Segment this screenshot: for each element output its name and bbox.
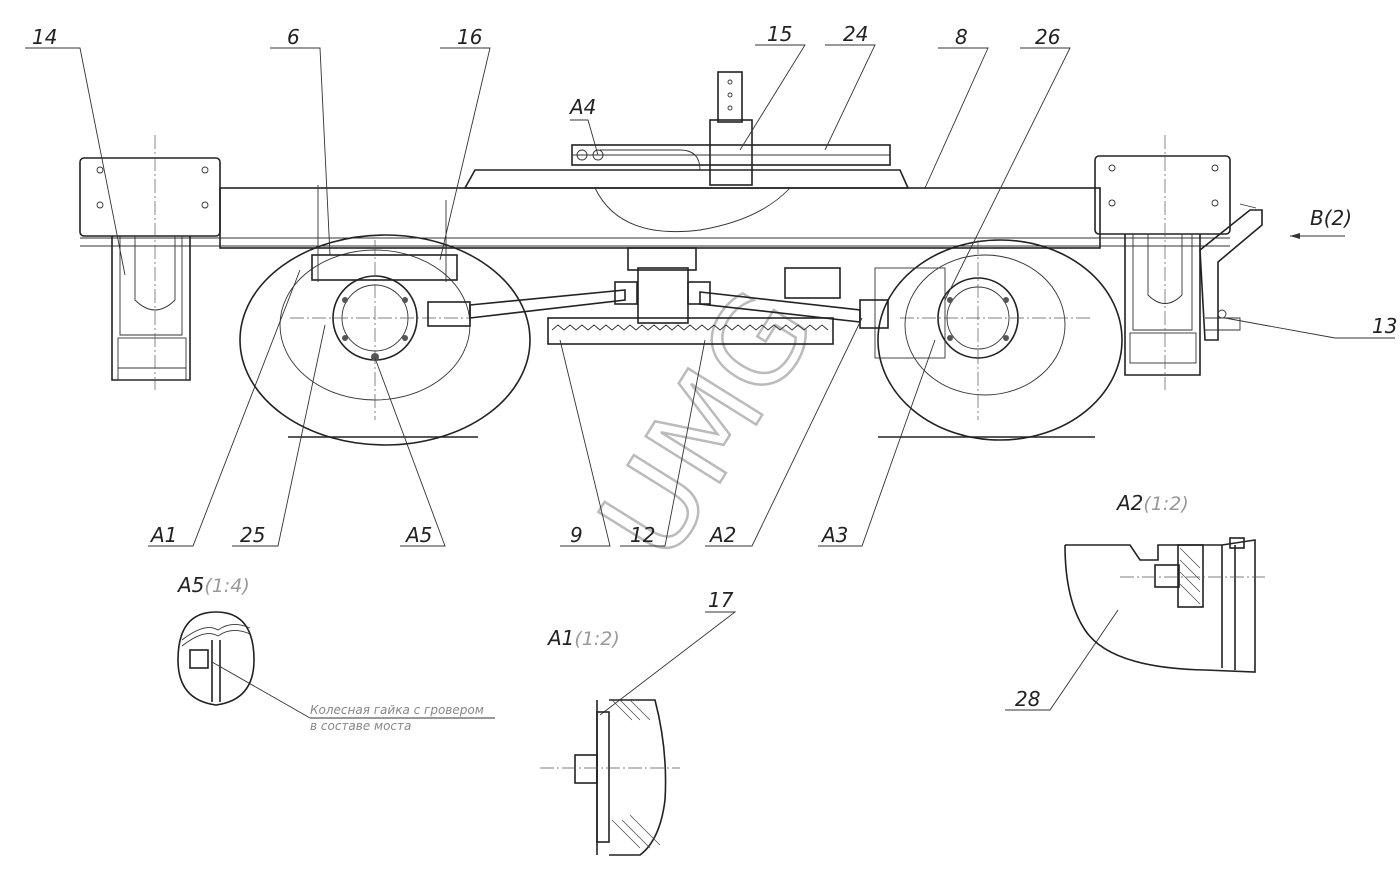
top-unit — [463, 71, 910, 233]
detail-a1-title: A1(1:2) — [546, 626, 620, 650]
note-line-2: в составе моста — [310, 719, 411, 733]
detail-a1: A1(1:2) — [540, 626, 680, 856]
detail-a2: A2(1:2) — [1064, 491, 1265, 673]
drive-shafts — [427, 247, 889, 345]
spring-clamp — [311, 254, 458, 281]
callout-24: 24 — [843, 22, 868, 46]
main-view — [79, 71, 1263, 446]
left-wheel — [239, 234, 531, 446]
callout-9: 9 — [570, 523, 583, 547]
callout-8: 8 — [955, 25, 968, 49]
callout-17: 17 — [708, 588, 734, 612]
callout-a5: A5 — [404, 523, 432, 547]
left-hanger — [79, 135, 221, 390]
detail-a2-title: A2(1:2) — [1115, 491, 1189, 515]
view-arrow-label: B(2) — [1310, 206, 1352, 230]
callout-13: 13 — [1372, 314, 1397, 338]
callout-6: 6 — [287, 25, 300, 49]
callout-12: 12 — [630, 523, 655, 547]
right-wheel — [874, 239, 1123, 441]
callout-16: 16 — [457, 25, 482, 49]
callout-28: 28 — [1015, 687, 1040, 711]
callout-a4: A4 — [568, 95, 596, 119]
callout-a1: A1 — [149, 523, 177, 547]
note-line-1: Колесная гайка с гровером — [310, 703, 484, 717]
frame-beam — [219, 187, 1101, 249]
detail-a5-title: A5(1:4) — [176, 573, 250, 597]
detail-a5: A5(1:4) Колесная гайка с гровером в сост… — [176, 573, 495, 733]
callout-14: 14 — [32, 25, 57, 49]
callout-26: 26 — [1035, 25, 1060, 49]
callout-a3: A3 — [820, 523, 848, 547]
callout-25: 25 — [240, 523, 265, 547]
callout-15: 15 — [767, 22, 792, 46]
leaders — [25, 44, 1395, 716]
right-hanger — [1094, 135, 1263, 390]
callout-labels: 14 6 16 15 24 8 26 13 B(2) A4 A1 25 A5 9… — [32, 22, 1397, 711]
callout-a2: A2 — [708, 523, 736, 547]
